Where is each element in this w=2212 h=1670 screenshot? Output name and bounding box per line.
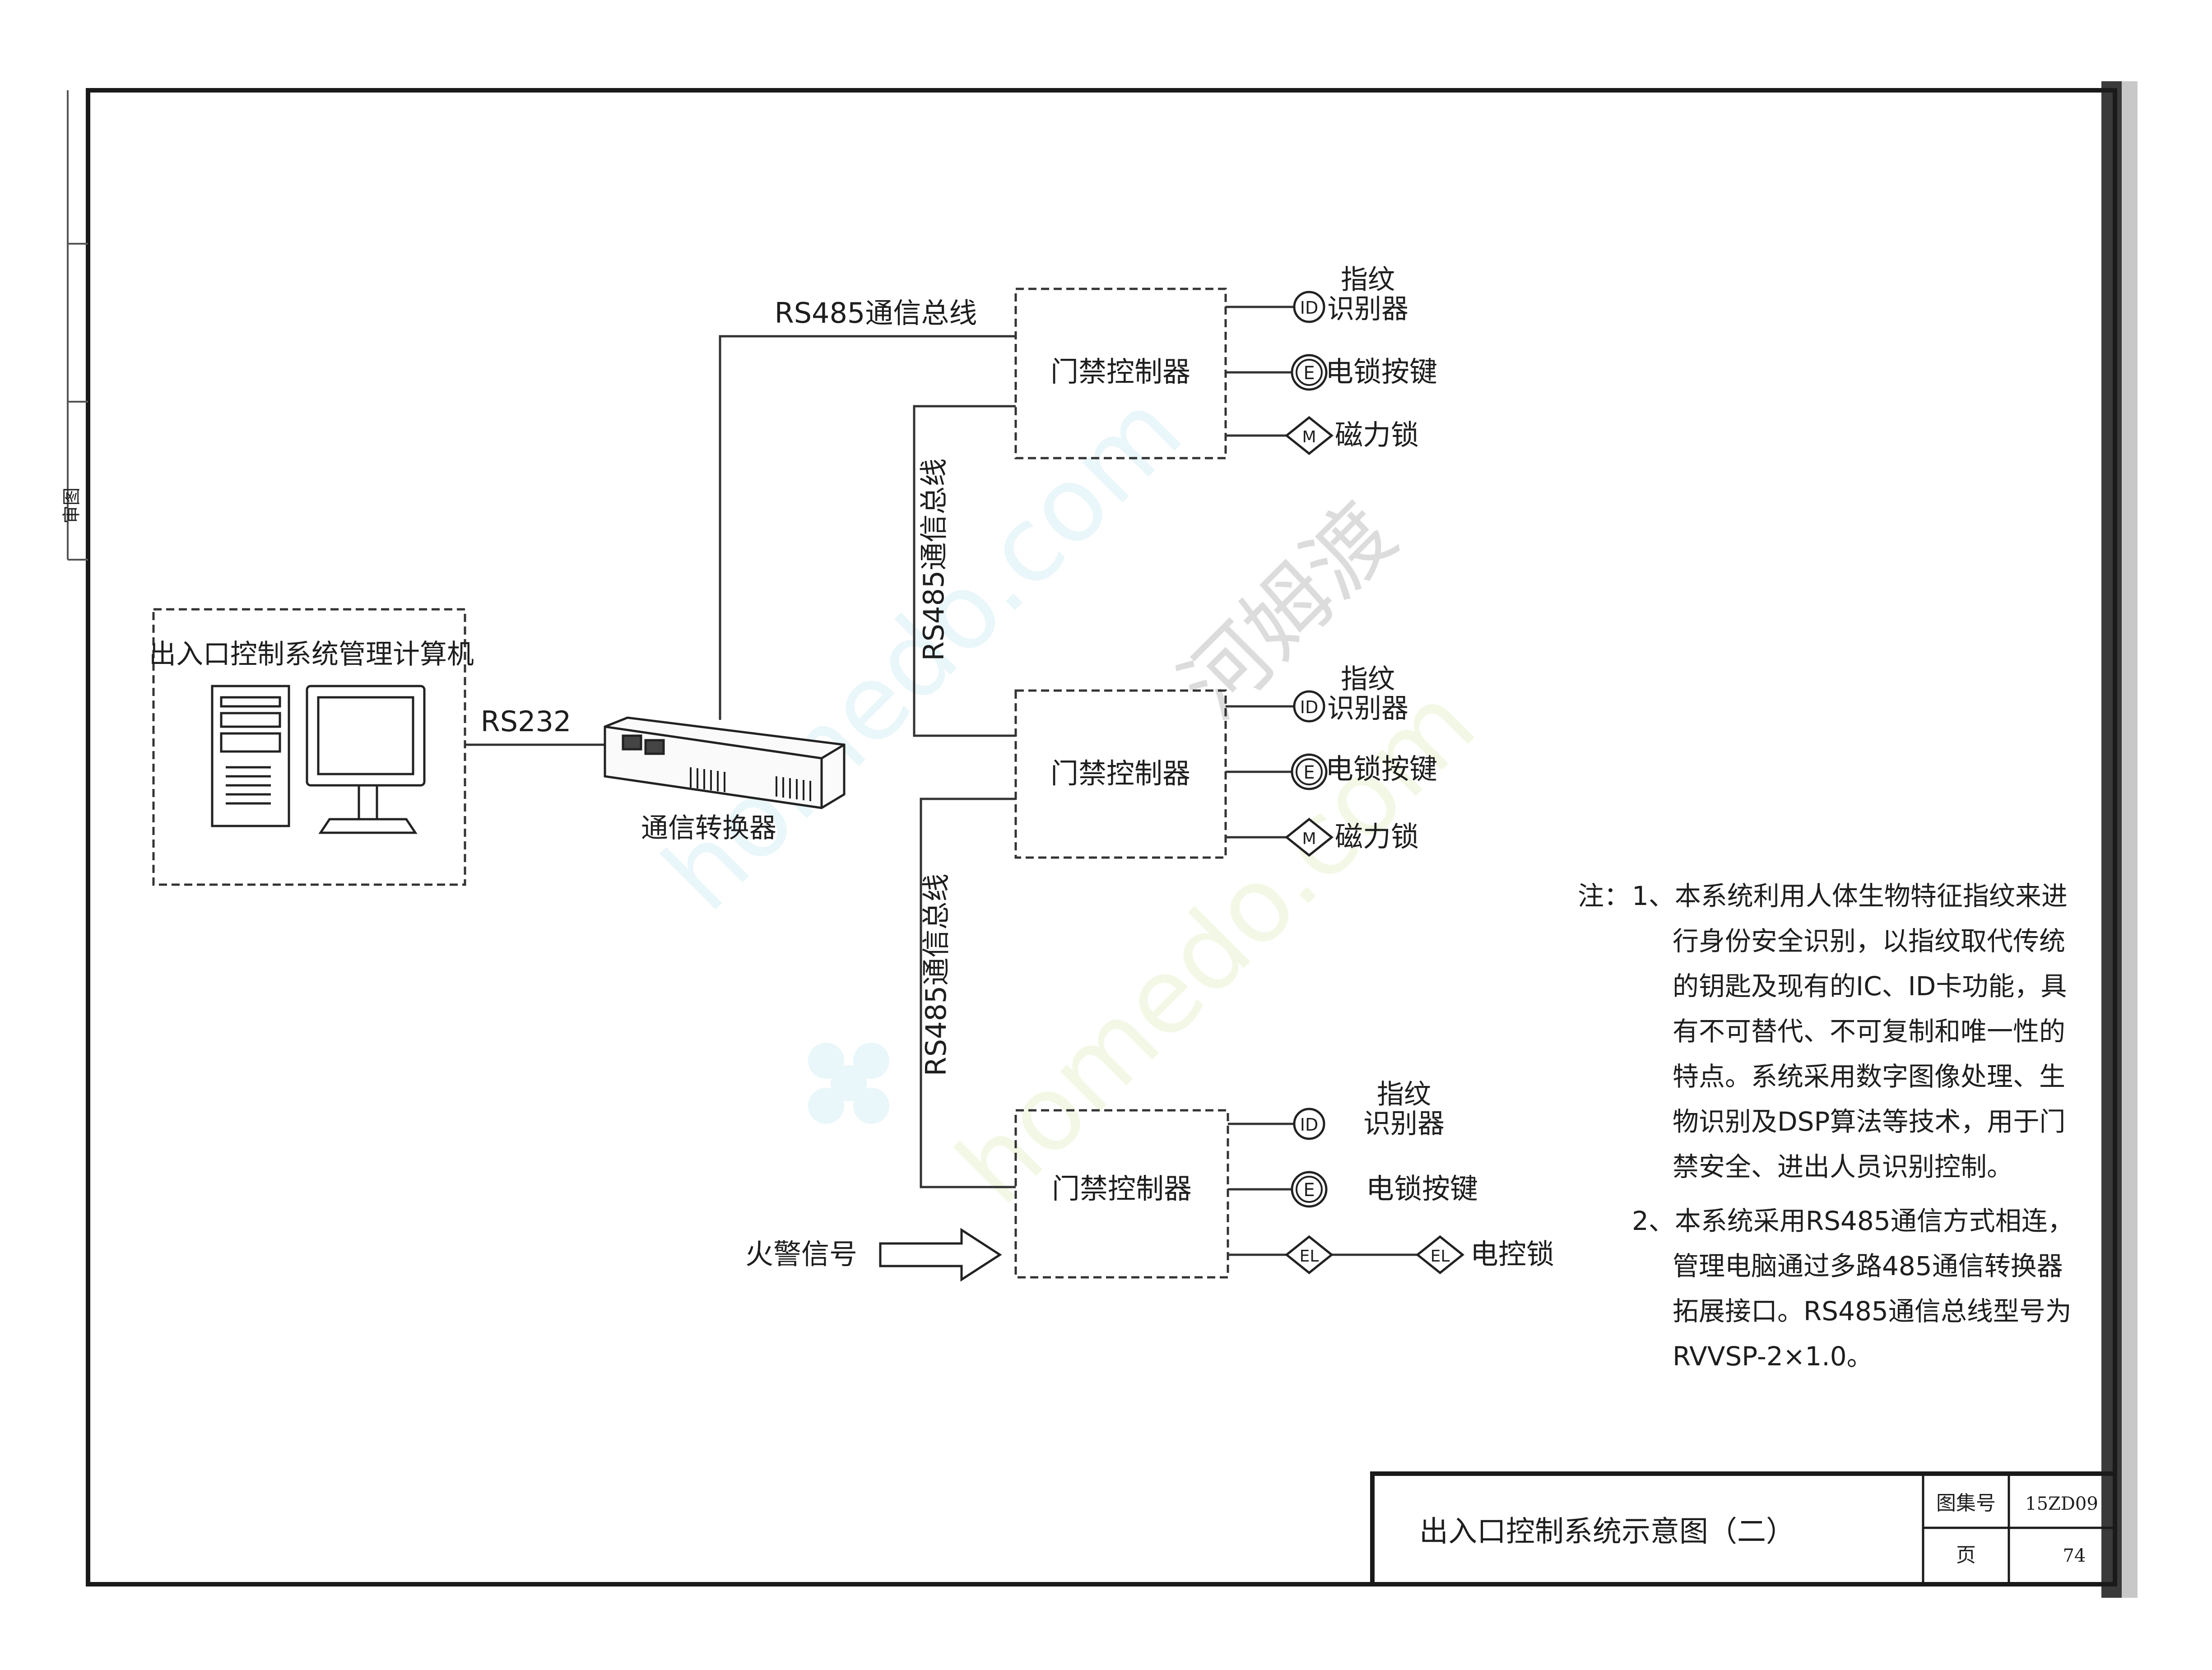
svg-text:M: M: [1302, 830, 1316, 848]
electric-lock-label: 电控锁: [1470, 1238, 1554, 1271]
note-line: 特点。系统采用数字图像处理、生: [1673, 1061, 2065, 1092]
binding-margin: [67, 90, 88, 561]
svg-text:EL: EL: [1300, 1247, 1319, 1266]
controller-1: 门禁控制器 ID 指纹 识别器 E 电锁按键 M 磁力锁: [1014, 264, 1437, 459]
note-line: 拓展接口。RS485通信总线型号为: [1673, 1296, 2072, 1327]
page-edge-shadow: [2101, 81, 2122, 1598]
note-line: 1、本系统利用人体生物特征指纹来进: [1632, 881, 2068, 911]
atlas-number-label: 图集号: [1936, 1492, 1996, 1515]
drawing-frame: [86, 88, 2117, 1586]
controller-box: [1014, 689, 1227, 859]
note-line: RVVSP-2×1.0。: [1673, 1341, 1873, 1372]
svg-text:ID: ID: [1300, 1115, 1318, 1135]
note-line: 禁安全、进出人员识别控制。: [1673, 1151, 2013, 1182]
lock-button-icon: E: [1291, 1171, 1328, 1208]
fire-signal-arrow-icon: [879, 1228, 1002, 1282]
note-line: 管理电脑通过多路485通信转换器: [1673, 1251, 2063, 1281]
electric-lock-icon-2: EL: [1415, 1235, 1465, 1275]
lock-button-label: 电锁按键: [1325, 355, 1437, 388]
magnetic-lock-icon: M: [1284, 416, 1334, 455]
notes-block: 注： 1、本系统利用人体生物特征指纹来进 行身份安全识别，以指纹取代传统 的钥匙…: [1578, 881, 2074, 1372]
bus-mid-label: RS485通信总线: [917, 459, 950, 661]
note-line: 有不可替代、不可复制和唯一性的: [1673, 1016, 2065, 1047]
magnetic-lock-icon: M: [1284, 817, 1334, 857]
note-line: 行身份安全识别，以指纹取代传统: [1673, 926, 2065, 956]
svg-text:EL: EL: [1431, 1247, 1450, 1266]
page-edge-gray: [2122, 81, 2138, 1598]
fingerprint-label-line2: 识别器: [1327, 293, 1408, 325]
controller-label: 门禁控制器: [1050, 757, 1190, 790]
bus-top-label: RS485通信总线: [775, 297, 977, 329]
drawing-title: 出入口控制系统示意图（二）: [1419, 1515, 1795, 1549]
bus-low-label: RS485通信总线: [920, 874, 953, 1076]
fingerprint-label-line2: 识别器: [1363, 1108, 1445, 1140]
controller-box: [1014, 1109, 1229, 1279]
notes-prefix: 注：: [1578, 881, 1630, 911]
lock-button-icon: E: [1291, 354, 1328, 391]
lock-button-label: 电锁按键: [1325, 752, 1437, 785]
communication-converter: [604, 716, 846, 809]
rs232-label: RS232: [481, 705, 572, 738]
lock-button-icon: E: [1291, 753, 1328, 790]
page-number: 74: [2063, 1545, 2086, 1566]
controller-label: 门禁控制器: [1052, 1172, 1192, 1205]
controller-2: 门禁控制器 ID 指纹 识别器 E 电锁按键 M 磁力锁: [1014, 663, 1437, 859]
note-line: 物识别及DSP算法等技术，用于门: [1673, 1106, 2065, 1137]
fingerprint-label-line2: 识别器: [1327, 693, 1408, 724]
atlas-number-value: 15ZD09: [2025, 1494, 2098, 1514]
note-line: 的钥匙及现有的IC、ID卡功能，具: [1673, 971, 2067, 1002]
computer-box-title: 出入口控制系统管理计算机: [149, 639, 474, 670]
computer-tower-icon: [211, 685, 290, 827]
svg-text:E: E: [1303, 1180, 1315, 1201]
side-label-review: 审图: [61, 487, 82, 524]
fingerprint-reader-icon: ID: [1293, 1108, 1325, 1140]
fingerprint-reader-icon: ID: [1293, 291, 1325, 323]
fingerprint-label-line1: 指纹: [1341, 663, 1395, 695]
fingerprint-reader-icon: ID: [1293, 690, 1325, 723]
rs485-bus-lines: [719, 335, 1016, 1188]
svg-text:E: E: [1303, 363, 1315, 384]
computer-box: [152, 608, 466, 886]
title-block: [1370, 1471, 2117, 1586]
controller-3: 门禁控制器 ID 指纹 识别器 E 电锁按键 EL EL 电控锁: [1014, 1079, 1554, 1279]
converter-label: 通信转换器: [641, 812, 776, 844]
fingerprint-label-line1: 指纹: [1341, 264, 1395, 296]
monitor-icon: [306, 685, 426, 834]
page-label: 页: [1956, 1544, 1976, 1567]
fingerprint-label-line1: 指纹: [1377, 1079, 1431, 1110]
note-line: 2、本系统采用RS485通信方式相连，: [1632, 1206, 2074, 1236]
electric-lock-icon: EL: [1284, 1235, 1334, 1275]
magnetic-lock-label: 磁力锁: [1335, 418, 1419, 451]
fire-signal-label: 火警信号: [745, 1238, 857, 1271]
svg-text:E: E: [1303, 762, 1315, 783]
svg-text:ID: ID: [1300, 298, 1318, 318]
controller-label: 门禁控制器: [1050, 355, 1190, 388]
magnetic-lock-label: 磁力锁: [1335, 820, 1419, 853]
watermark-text-2: homedo.com: [934, 663, 1498, 1227]
watermark-flower-icon: [808, 1043, 889, 1124]
svg-text:ID: ID: [1300, 697, 1318, 717]
svg-text:M: M: [1302, 428, 1316, 446]
lock-button-label: 电锁按键: [1366, 1172, 1478, 1205]
